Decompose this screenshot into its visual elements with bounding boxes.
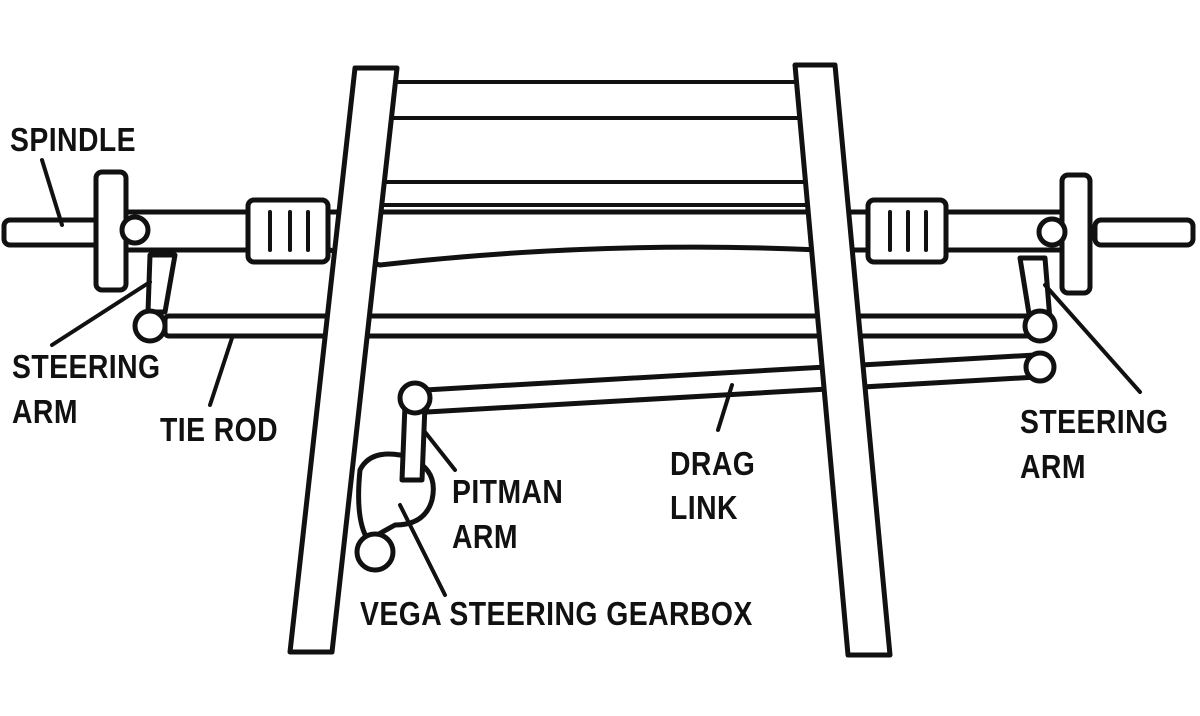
pitman-arm (399, 402, 428, 483)
label-steering-arm-left-line1: STEERING (12, 348, 161, 385)
spindle-left (1, 217, 102, 248)
label-spindle: SPINDLE (10, 121, 137, 158)
tie-rod (162, 313, 1038, 339)
label-steering-arm-right-line2: ARM (1020, 448, 1086, 485)
label-pitman-arm-line1: PITMAN (452, 473, 564, 510)
label-tie-rod: TIE ROD (160, 411, 279, 448)
label-steering-arm-left-line2: ARM (12, 393, 78, 430)
steering-arm-left (145, 252, 178, 315)
spindle-right (1092, 217, 1196, 248)
frame-rail-right (792, 62, 893, 658)
crossmember-top (383, 80, 812, 120)
leader-lines (40, 158, 1142, 597)
frame-rail-left (287, 65, 400, 655)
label-drag-link-line1: DRAG (670, 445, 756, 482)
crossmember-middle (378, 180, 817, 207)
label-vega-steering-gearbox: VEGA STEERING GEARBOX (360, 595, 753, 632)
label-pitman-arm-line2: ARM (452, 518, 518, 555)
label-steering-arm-right-line1: STEERING (1020, 403, 1169, 440)
label-drag-link-line2: LINK (670, 489, 738, 526)
